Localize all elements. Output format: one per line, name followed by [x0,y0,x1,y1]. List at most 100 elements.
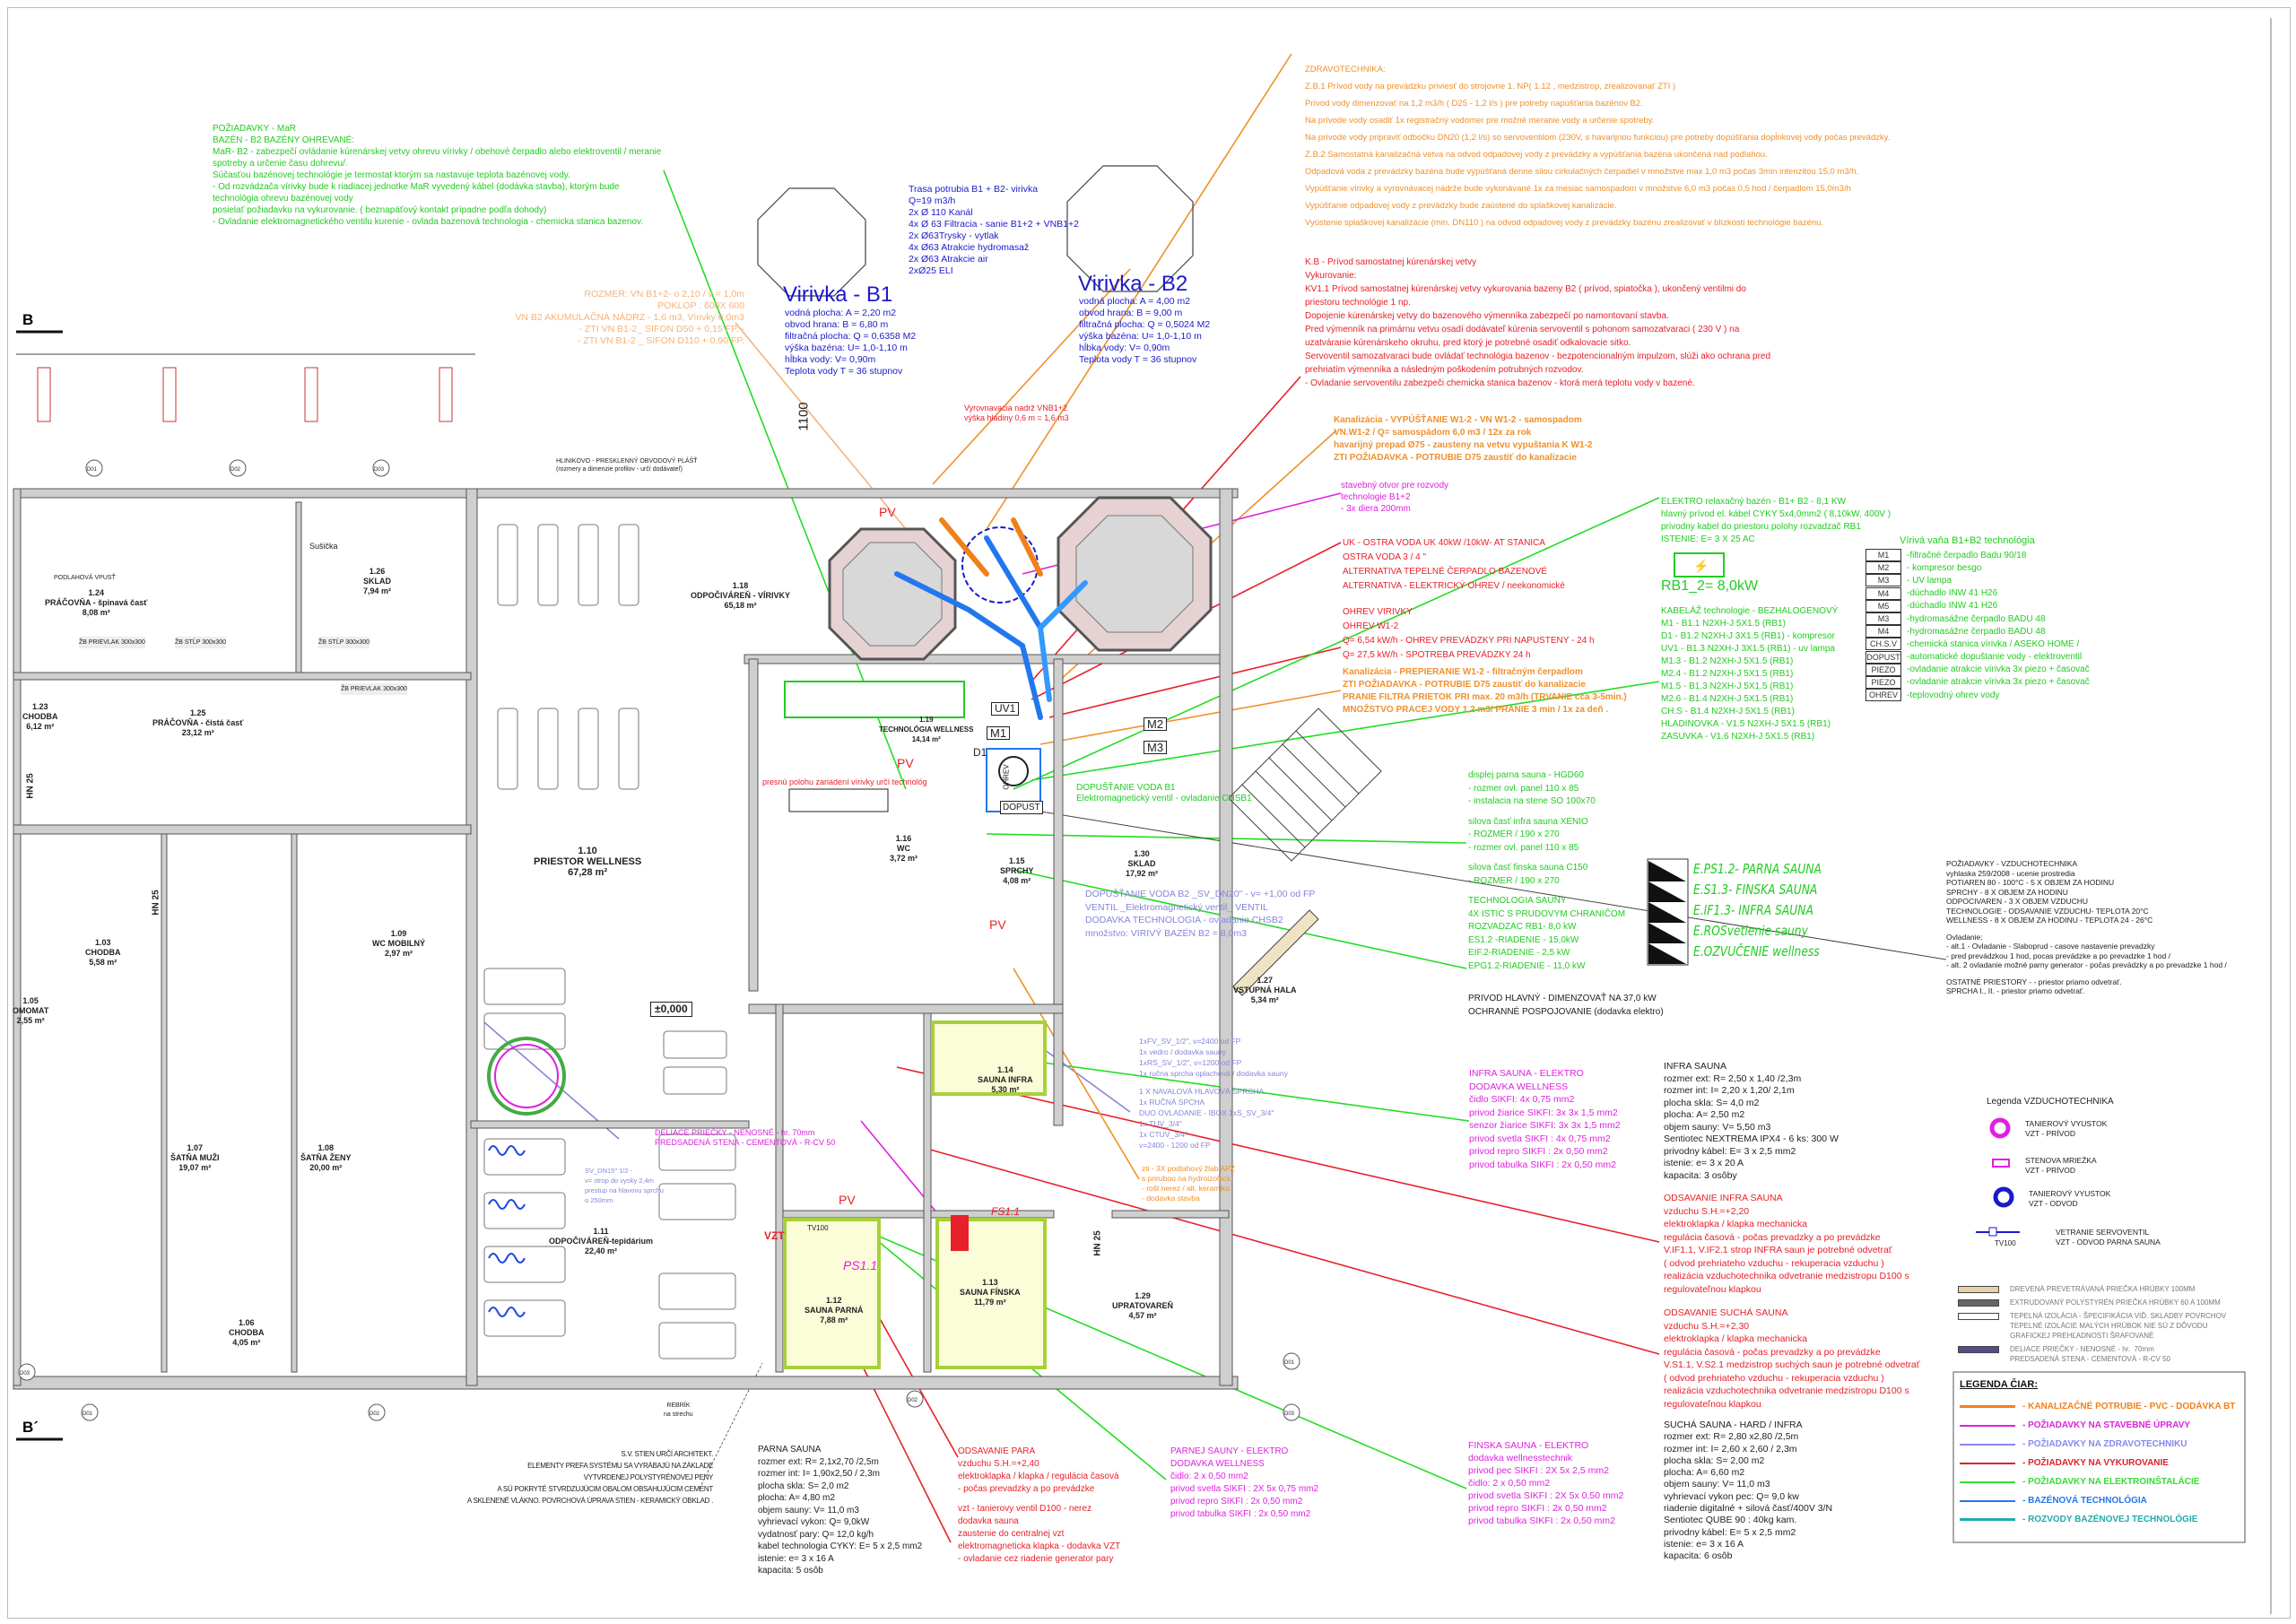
line-legend: - KANALIZAČNÉ POTRUBIE - PVC - DODÁVKA B… [1960,1397,2235,1529]
note-line: hĺbka vody: V= 0,90m [785,354,876,365]
technology-placement-note: presnú polohu zariadení vírivky určí tec… [762,777,927,786]
line-swatch [1960,1462,2015,1464]
note-line: objem sauny: V= 11,0 m3 [1664,1479,1770,1490]
tech-legend-item: PIEZO-ovladanie atrakcie vírivka 3x piez… [1866,663,2090,676]
rb1-power: RB1_2= 8,0kW [1661,578,1759,594]
leader-line-sprchy [1031,1039,1131,1113]
note-line: technológia ohrevu bazénovej vody [213,194,353,204]
sauna-heater [951,1215,969,1251]
note-line: objem sauny: V= 5,50 m3 [1664,1121,1771,1133]
material-legend-text: DELIACE PRIEČKY - NENOSNÉ - hr. 70mm PRE… [2010,1345,2170,1363]
material-legend: DREVENÁ PREVETRÁVANÁ PRIEČKA HRÚBKY 100M… [1958,1284,2226,1368]
note-line: silova časť infra sauna XENIO [1468,816,1588,827]
tv100-label: TV100 [807,1224,829,1232]
equipment-symbol-icon: M5 [1866,599,1901,612]
note-line: technologie B1+2 [1341,492,1411,502]
note-line: istenie: e= 3 x 20 A [1664,1158,1744,1168]
note-line: Sentiotec QUBE 90 : 40kg kam. [1664,1515,1797,1526]
leader-line-vzt [1013,806,1947,960]
note-line: privod tabulka SIKFI : 2x 0,50 mm2 [1469,1159,1616,1170]
note-line: HLADINOVKA - V1.5 N2XH-J 5X1.5 (RB1) [1661,719,1831,729]
tech-legend-item: OHREV -teplovodný ohrev vody [1866,689,2090,702]
note-line: čidlo SIKFI: 4x 0,75 mm2 [1469,1094,1575,1105]
note-line: o 250mm [585,1196,613,1204]
equipment-symbol-icon: M4 [1866,586,1901,600]
note-line: regulovateľnou klapkou [1664,1283,1761,1295]
tech-legend-item: M5-dúchadlo INW 41 H26 [1866,599,2090,612]
axis-tag: D02 [230,467,241,473]
note-line: privod svetla SIKFI : 2X 5x 0,75 mm2 [1170,1484,1319,1494]
note-line [1139,1079,1288,1086]
whirlpool-tech-title: Vírivá vaňa B1+B2 technológia [1900,535,2035,546]
leader-line-vn [932,268,1131,485]
note-line: plocha skla: S= 2,0 m2 [758,1481,849,1491]
m2-equipment: M2 [1144,717,1168,731]
note-line: rozmer ext: R= 2,1x2,70 /2,5m [758,1456,879,1467]
tech-legend-item: M3- UV lampa [1866,574,2090,587]
note-line: rozmer int: I= 2,60 x 2,60 / 2,3m [1664,1443,1797,1455]
vzt-label: VZT [764,1229,785,1242]
octagon-b1-outline [757,187,866,297]
note-line: plocha skla: S= 2,00 m2 [1664,1455,1765,1466]
axis-tag: D02 [908,1398,918,1403]
note-line: privodny kábel: E= 3 x 2,5 mm2 [1664,1145,1796,1157]
line-swatch [1960,1424,2015,1427]
note-line: E.OZVUČENIE wellness [1693,943,1820,960]
note-line: DODAVKA TECHNOLOGIA - ovladanie CHSB2 [1085,915,1283,925]
note-line: výška hladiny 0,6 m = 1,6 m3 [964,413,1069,422]
line-swatch [1960,1499,2015,1502]
note-line: Vyústenie splaškovej kanalizácie (min. D… [1305,218,1824,228]
note-line: VENTIL _Elektromagnetický ventil_ VENTIL [1085,901,1268,913]
note-line: 2x Ø63Trysky - vytlak [909,230,999,241]
tech-legend-text: -teplovodný ohrev vody [1907,690,2000,700]
note-line: privod svetla SIKFI : 2X 5x 0,50 mm2 [1468,1490,1624,1501]
note-line: ODSAVANIE PARA [958,1446,1036,1456]
note-line: SPRCHA I., II. - priestor priamo odvetra… [1946,986,2085,995]
line-swatch [1960,1443,2015,1446]
line-legend-item: - POŽIADAVKY NA ZDRAVOTECHNIKU [1960,1435,2235,1454]
floor-drain-label: PODLAHOVÁ VPUSŤ [54,575,116,581]
equipment-symbol-icon: OHREV [1866,689,1901,702]
note-line: - Ovladanie servoventilu zabezpeči chemi… [1305,378,1695,388]
equipment-symbol-icon: M2 [1866,561,1901,575]
note-line: SUCHÁ SAUNA - HARD / INFRA [1664,1420,1803,1430]
note-line: VYTVRDENEJ POLYSTYRÉNOVEJ PENY [583,1473,714,1481]
material-legend-text: DREVENÁ PREVETRÁVANÁ PRIEČKA HRÚBKY 100M… [2010,1285,2196,1293]
equipment-symbol-icon: DOPUST [1866,650,1901,664]
column-label: ŽB STĹP 300x300 [175,637,227,648]
note-line: vyhrievací vykon pec: Q= 9,0 kw [1664,1490,1799,1502]
note-line: UV1 - B1.3 N2XH-J 3X1.5 (RB1) - uv lampa [1661,644,1835,654]
note-line: istenie: e= 3 x 16 A [758,1553,834,1564]
note-line [1946,925,2227,933]
axis-tag: D03 [374,467,385,473]
fs11-label: FS1.1 [991,1205,1021,1218]
note-line: EIF.2-RIADENIE - 2,5 kW [1468,948,1570,958]
section-mark-b-prime: B´ [22,1419,39,1436]
note-line: ROZVADZAC RB1- 8,0 kW [1468,922,1577,932]
tech-legend-item: M4-hydromasážne čerpadlo BADU 48 [1866,625,2090,638]
note-line: - ROZMER / 190 x 270 [1468,875,1560,886]
note-line: obvod hrana: B = 9,00 m [1079,308,1183,318]
material-legend-text: EXTRUDOVANÝ POLYSTYRÉN PRIEČKA HRÚBKY 60… [2010,1298,2221,1307]
note-line: - Ovladanie elektromagnetického ventilu … [213,217,644,227]
note-line: regulovateľnou klapkou [1664,1398,1761,1410]
note-line: ZASUVKA - V1.6 N2XH-J 5X1.5 (RB1) [1661,732,1815,742]
note-line: - rozmer ovl. panel 110 x 85 [1468,783,1579,794]
tech-legend-text: - UV lampa [1907,575,1952,586]
equipment-symbol-icon: M3 [1866,612,1901,626]
note-line: SV_DN15" 1/2 - [585,1167,633,1175]
note-line: 1x ručna sprcha oplachová / dodavka saun… [1139,1069,1288,1078]
note-line: 2xØ25 ELI [909,265,953,276]
